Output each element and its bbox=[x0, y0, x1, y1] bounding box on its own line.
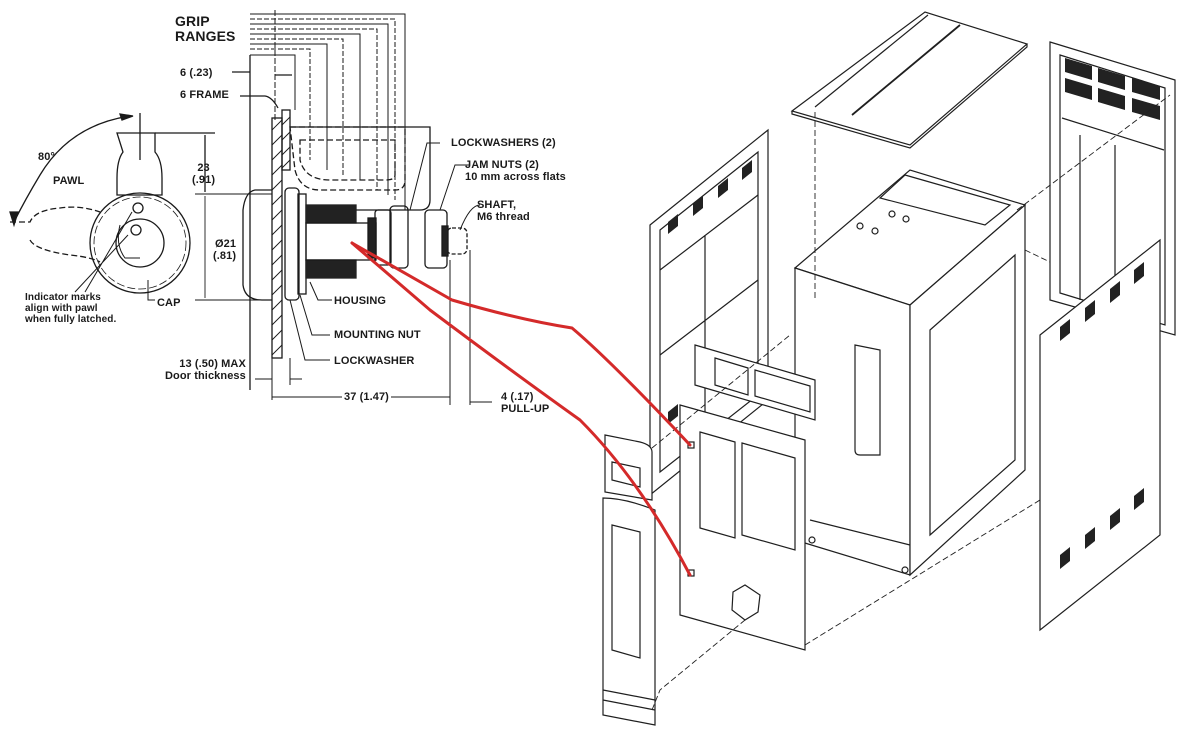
cap-label: CAP bbox=[157, 297, 181, 309]
dim-37-label: 37 (1.47) bbox=[342, 391, 391, 403]
indicator-note: Indicator marks align with pawl when ful… bbox=[25, 292, 117, 325]
front-bezel bbox=[602, 434, 656, 726]
pawl-label: PAWL bbox=[53, 175, 85, 187]
pawl bbox=[116, 132, 163, 196]
front-door bbox=[679, 404, 806, 651]
lockwashers-label: LOCKWASHERS (2) bbox=[451, 137, 556, 149]
side-panel-vents bbox=[1060, 262, 1144, 569]
jam-nuts-label: JAM NUTS (2) 10 mm across flats bbox=[465, 159, 566, 183]
door-trim-panel bbox=[694, 344, 816, 421]
side-panel-right bbox=[1039, 238, 1161, 632]
frame-label: 6 FRAME bbox=[180, 89, 229, 101]
cam-bracket bbox=[289, 126, 431, 211]
lockwasher-label: LOCKWASHER bbox=[334, 355, 415, 367]
lock-detail-drawing bbox=[9, 10, 492, 405]
red-annotation-lines bbox=[350, 241, 692, 577]
cabinet-frame bbox=[793, 169, 1027, 577]
dim-21-label: Ø21 (.81) bbox=[213, 238, 237, 262]
door-thickness-label: 13 (.50) MAX Door thickness bbox=[165, 358, 246, 382]
mounting-nut-label: MOUNTING NUT bbox=[334, 329, 421, 341]
rear-door-vents bbox=[1065, 58, 1160, 120]
dim-6-label: 6 (.23) bbox=[180, 67, 213, 79]
housing-assembly bbox=[284, 187, 468, 301]
grip-ranges-label: GRIP RANGES bbox=[175, 13, 236, 44]
housing-label: HOUSING bbox=[334, 295, 387, 307]
grip-range-lines bbox=[250, 10, 406, 210]
annotation-line-lower bbox=[350, 241, 692, 577]
annotation-line-upper bbox=[350, 241, 692, 447]
shaft-label: SHAFT, M6 thread bbox=[477, 199, 530, 223]
angle-label: 80° bbox=[38, 151, 55, 163]
angle-arc bbox=[14, 115, 131, 221]
top-cover bbox=[790, 11, 1029, 149]
door-panel-section bbox=[271, 109, 291, 359]
pull-up-label: 4 (.17) PULL-UP bbox=[501, 391, 550, 415]
exploded-cabinet-view bbox=[602, 11, 1176, 726]
dim-23-label: 23 (.91) bbox=[192, 162, 216, 186]
cap bbox=[89, 192, 191, 294]
